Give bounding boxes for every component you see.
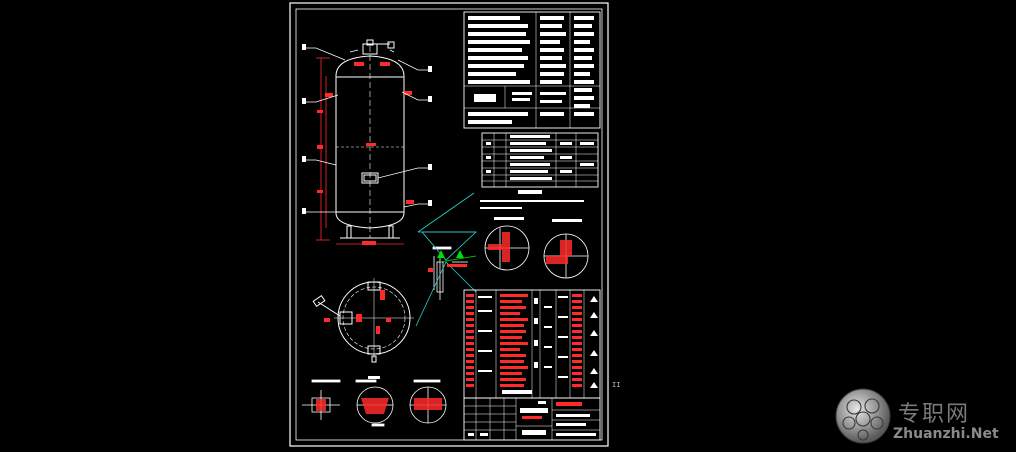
watermark-logo-icon — [835, 388, 891, 444]
bottom-detail-2 — [355, 379, 394, 427]
detail-circle-b-hatch — [546, 219, 582, 264]
bottom-detail-2-hatch — [361, 398, 389, 414]
parts-list-white-cells — [478, 296, 568, 394]
tech-table-text-rows — [468, 16, 594, 124]
bottom-detail-3-hatch — [414, 398, 442, 410]
elevation-label-blocks — [302, 44, 432, 214]
elevation-dimensions — [316, 57, 414, 245]
watermark-site-name: 专职网 — [898, 402, 971, 427]
parts-list-red-rows — [466, 294, 582, 387]
sheet-border — [289, 2, 609, 447]
nozzle-detail-view — [432, 246, 468, 300]
detail-callouts — [428, 250, 467, 272]
title-block — [463, 397, 601, 441]
vessel-elevation-view — [335, 39, 405, 239]
plan-view-dimensions — [324, 290, 391, 379]
detail-circle-a-hatch — [488, 217, 524, 262]
parts-list-table — [463, 289, 601, 399]
vessel-plan-view — [312, 278, 414, 363]
bottom-detail-1-hatch — [316, 399, 326, 411]
title-block-side-mark: II — [612, 381, 621, 389]
technical-characteristics-table — [463, 11, 601, 129]
parts-list-tick-marks — [590, 296, 598, 388]
detail-note-lines — [480, 190, 584, 209]
tech-table-grid — [464, 12, 600, 128]
watermark-url: Zhuanzhi.Net — [893, 426, 999, 442]
elevation-leaders — [306, 47, 428, 213]
nozzle-schedule-table — [481, 132, 599, 188]
tech-table-inset — [474, 92, 566, 103]
